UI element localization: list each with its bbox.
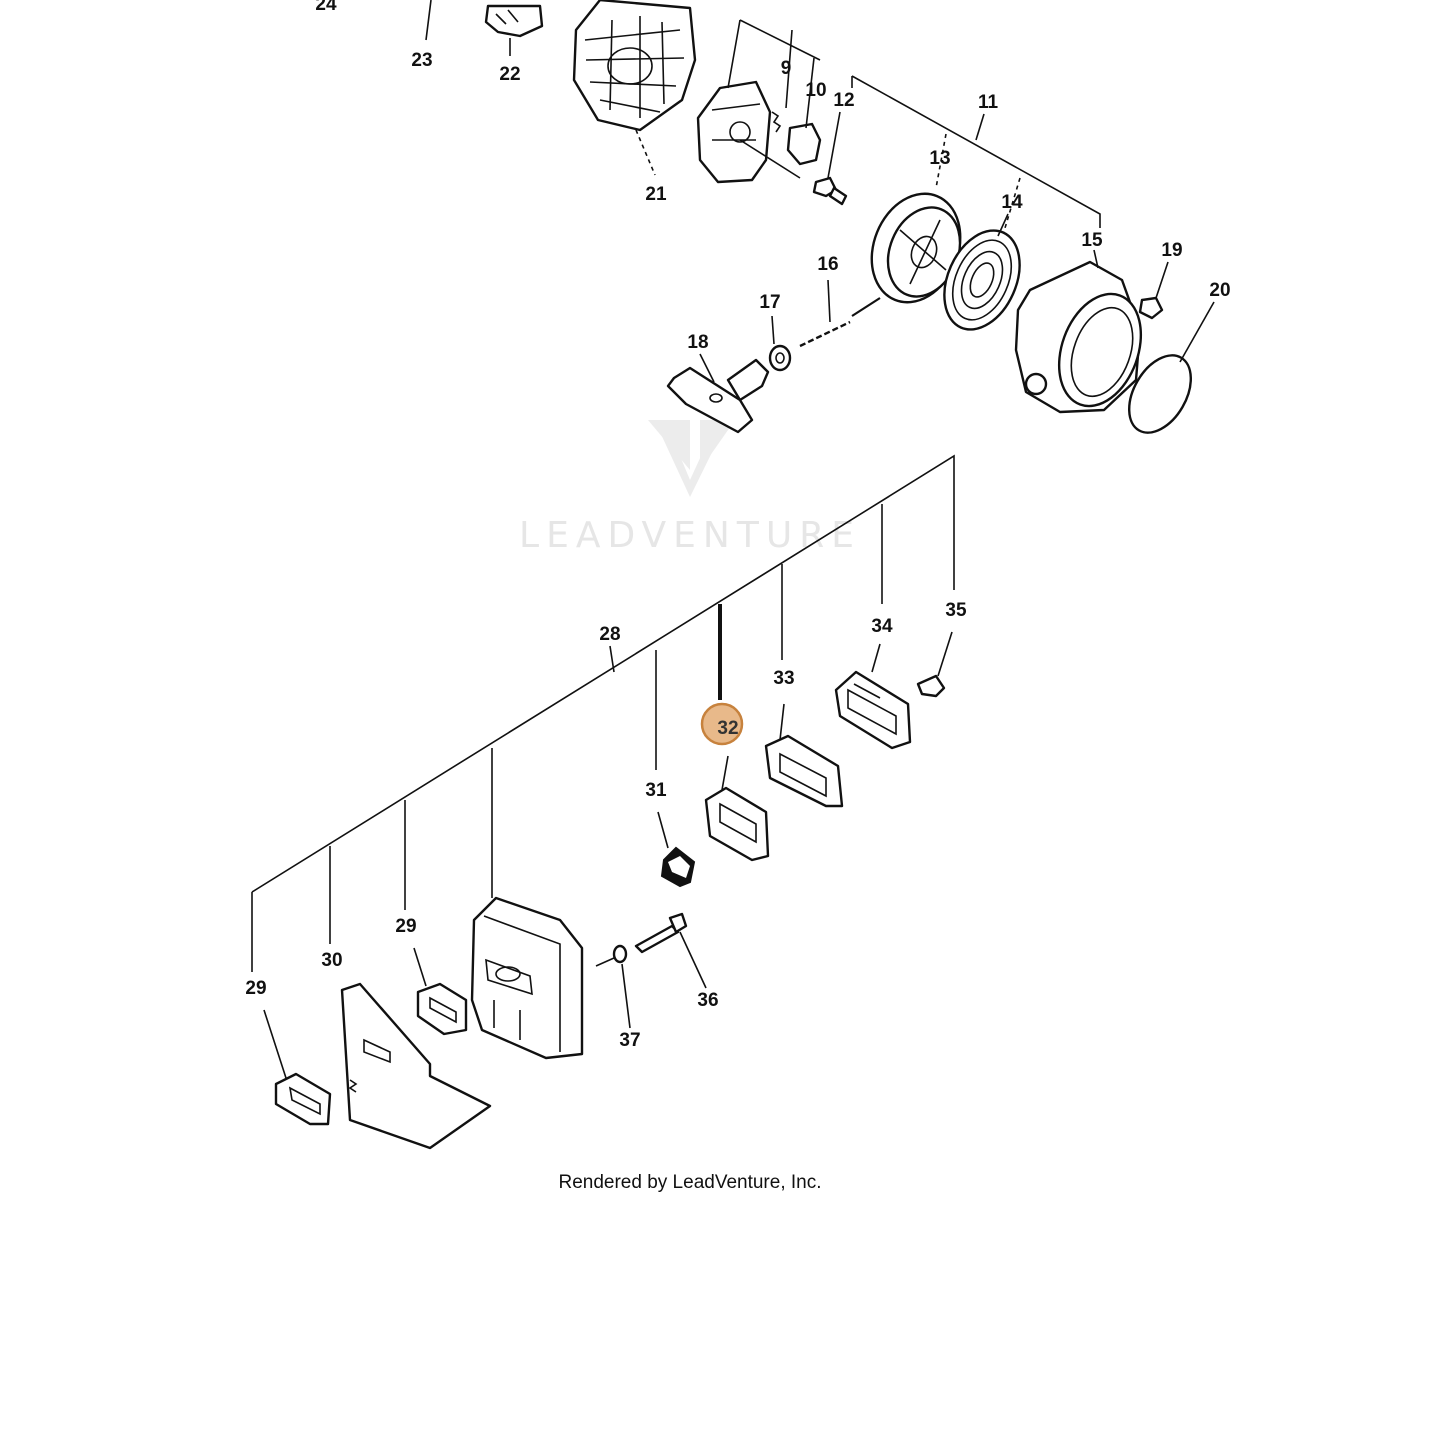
- part-36-screw-icon: [634, 912, 707, 989]
- callout-16[interactable]: 16: [817, 254, 838, 275]
- part-15-housing-icon: [1014, 249, 1143, 414]
- part-9-10-clutch-icon: [696, 19, 822, 184]
- callout-9[interactable]: 9: [781, 58, 792, 79]
- muffler-assembly: [251, 454, 955, 1150]
- highlight-marker-32: [700, 702, 744, 746]
- part-16-rope-icon: [799, 279, 851, 348]
- callout-29-right[interactable]: 29: [395, 916, 416, 937]
- watermark-text: LEADVENTURE: [519, 515, 861, 556]
- part-17-insert-icon: [768, 315, 792, 372]
- callout-30[interactable]: 30: [321, 950, 342, 971]
- callout-21[interactable]: 21: [645, 184, 667, 205]
- callout-14[interactable]: 14: [1001, 192, 1023, 213]
- part-32-gasket-icon: [704, 755, 770, 862]
- part-30-heat-shield-icon: [340, 982, 492, 1150]
- muffler-body-icon: [470, 896, 584, 1060]
- part-20-oring-icon: [1128, 301, 1215, 434]
- callout-34[interactable]: 34: [871, 616, 893, 637]
- callout-13[interactable]: 13: [929, 148, 950, 169]
- callout-37[interactable]: 37: [619, 1030, 640, 1051]
- part-18-handle-icon: [666, 353, 770, 434]
- part-29-gasket-left-icon: [263, 1009, 332, 1126]
- callout-19[interactable]: 19: [1161, 240, 1182, 261]
- callout-17[interactable]: 17: [759, 292, 780, 313]
- render-credit: Rendered by LeadVenture, Inc.: [558, 1172, 821, 1193]
- part-22-clip-icon: [484, 4, 544, 56]
- callout-12[interactable]: 12: [833, 90, 854, 111]
- callout-10[interactable]: 10: [805, 80, 826, 101]
- part-21-flywheel-icon: [572, 0, 697, 176]
- part-33-gasket-icon: [764, 703, 844, 808]
- callout-28[interactable]: 28: [599, 624, 620, 645]
- callout-15[interactable]: 15: [1081, 230, 1103, 251]
- part-12-bolt-icon: [812, 111, 848, 206]
- leadventure-logo-icon: [648, 420, 735, 497]
- watermark: LEADVENTURE: [519, 420, 861, 556]
- callout-35[interactable]: 35: [945, 600, 967, 621]
- callout-11[interactable]: 11: [978, 92, 999, 113]
- part-37-washer-icon: [595, 944, 631, 1029]
- callout-31[interactable]: 31: [645, 780, 667, 801]
- part-34-cover-icon: [834, 643, 912, 750]
- callout-18[interactable]: 18: [687, 332, 708, 353]
- callout-labels: 24 23 22 9 10 12 11 13 21 14 15 19 16 20…: [245, 0, 1230, 1051]
- callout-29-left[interactable]: 29: [245, 978, 266, 999]
- callout-22[interactable]: 22: [499, 64, 520, 85]
- callout-33[interactable]: 33: [773, 668, 794, 689]
- part-35-bolt-icon: [916, 631, 953, 698]
- part-14-spring-icon: [943, 213, 1021, 331]
- callout-24[interactable]: 24: [315, 0, 337, 15]
- part-29-gasket-right-icon: [413, 947, 468, 1036]
- callout-20[interactable]: 20: [1209, 280, 1230, 301]
- part-19-bolt-icon: [1138, 261, 1169, 320]
- part-31-plate-icon: [657, 811, 696, 888]
- callout-23[interactable]: 23: [411, 50, 432, 71]
- callout-32[interactable]: 32: [717, 718, 738, 739]
- callout-36[interactable]: 36: [697, 990, 718, 1011]
- starter-assembly: [425, 0, 1215, 434]
